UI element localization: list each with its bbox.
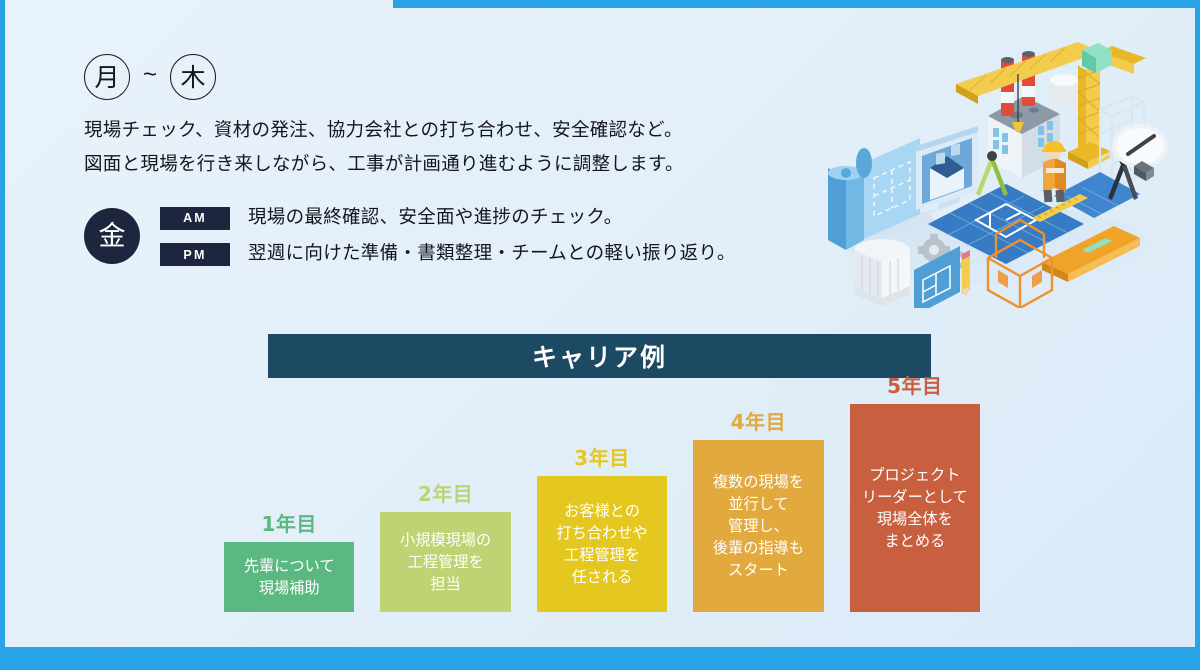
am-label: AM	[160, 206, 230, 230]
friday-am-row: AM 現場の最終確認、安全面や進捗のチェック。	[160, 206, 736, 230]
friday-block: 金 AM 現場の最終確認、安全面や進捗のチェック。 PM 翌週に向けた準備・書類…	[84, 206, 784, 266]
career-step-1: 1年目先輩について現場補助	[224, 508, 355, 612]
career-step-text-line: スタート	[728, 561, 789, 580]
career-step-text-line: 複数の現場を	[712, 472, 804, 491]
bottom-accent-bar	[0, 647, 1200, 670]
career-step-text-line: 後輩の指導も	[712, 539, 804, 558]
career-step-text-line: 担当	[430, 575, 461, 594]
pm-label: PM	[160, 243, 230, 266]
career-step-text-line: プロジェクト	[869, 465, 961, 484]
career-step-text-line: 小規模現場の	[400, 530, 492, 549]
description-line-2: 図面と現場を行き来しながら、工事が計画通り進むように調整します。	[84, 154, 684, 176]
career-step-year-label: 2年目	[417, 482, 474, 506]
career-step-bar: 小規模現場の工程管理を担当	[380, 512, 511, 612]
career-step-year-label: 3年目	[574, 446, 630, 470]
career-step-text-line: 先輩について	[243, 556, 335, 575]
career-step-text: お客様との打ち合わせや工程管理を任される	[556, 500, 647, 588]
career-step-year-label: 4年目	[730, 410, 787, 434]
career-step-3: 3年目お客様との打ち合わせや工程管理を任される	[536, 442, 668, 612]
career-step-year-label: 1年目	[261, 512, 317, 536]
career-step-text-line: 工程管理を	[407, 552, 484, 571]
day-start-badge: 月	[84, 54, 130, 100]
left-accent-border	[0, 0, 5, 670]
career-step-2: 2年目小規模現場の工程管理を担当	[380, 478, 511, 612]
career-step-text-line: お客様との	[564, 501, 640, 520]
weekday-description: 現場チェック、資材の発注、協力会社との打ち合わせ、安全確認など。 図面と現場を行…	[84, 114, 784, 182]
friday-rows: AM 現場の最終確認、安全面や進捗のチェック。 PM 翌週に向けた準備・書類整理…	[160, 206, 736, 266]
career-step-text: プロジェクトリーダーとして現場全体をまとめる	[862, 464, 968, 552]
career-step-text-line: リーダーとして	[861, 487, 968, 506]
career-step-4: 4年目複数の現場を並行して管理し、後輩の指導もスタート	[693, 406, 824, 612]
day-range: 月 ~ 木	[84, 52, 784, 102]
friday-pm-row: PM 翌週に向けた準備・書類整理・チームとの軽い振り返り。	[160, 242, 736, 266]
career-step-bar: 先輩について現場補助	[224, 542, 355, 612]
career-step-year-label: 5年目	[887, 374, 943, 398]
career-step-text: 小規模現場の工程管理を担当	[400, 529, 491, 595]
career-step-5: 5年目プロジェクトリーダーとして現場全体をまとめる	[849, 370, 981, 612]
friday-badge: 金	[84, 208, 140, 265]
career-step-text-line: 打ち合わせや	[556, 523, 648, 542]
career-step-text-line: 並行して	[728, 494, 789, 513]
am-text: 現場の最終確認、安全面や進捗のチェック。	[248, 207, 623, 229]
career-step-text: 複数の現場を並行して管理し、後輩の指導もスタート	[713, 471, 804, 581]
top-accent-bar	[393, 0, 1195, 8]
day-range-separator: ~	[143, 61, 158, 88]
day-end-badge: 木	[170, 54, 217, 100]
career-step-bar: 複数の現場を並行して管理し、後輩の指導もスタート	[693, 440, 824, 612]
construction-illustration	[810, 18, 1190, 316]
career-step-bar: お客様との打ち合わせや工程管理を任される	[536, 476, 668, 612]
career-step-text-line: 工程管理を	[564, 546, 640, 564]
right-accent-border	[1195, 0, 1200, 670]
career-section-title: キャリア例	[268, 334, 931, 378]
pm-text: 翌週に向けた準備・書類整理・チームとの軽い振り返り。	[248, 243, 736, 265]
career-step-text-line: 管理し、	[728, 516, 789, 535]
description-line-1: 現場チェック、資材の発注、協力会社との打ち合わせ、安全確認など。	[84, 120, 683, 141]
career-step-text-line: まとめる	[884, 532, 946, 551]
career-step-text-line: 現場補助	[258, 579, 320, 597]
weekly-schedule-block: 月 ~ 木 現場チェック、資材の発注、協力会社との打ち合わせ、安全確認など。 図…	[84, 52, 784, 267]
career-step-text-line: 任される	[571, 568, 633, 587]
career-step-bar: プロジェクトリーダーとして現場全体をまとめる	[849, 404, 981, 612]
career-step-text-line: 現場全体を	[876, 510, 953, 528]
career-step-text: 先輩について現場補助	[244, 555, 335, 599]
construction-site-isometric-icon	[828, 42, 1168, 316]
